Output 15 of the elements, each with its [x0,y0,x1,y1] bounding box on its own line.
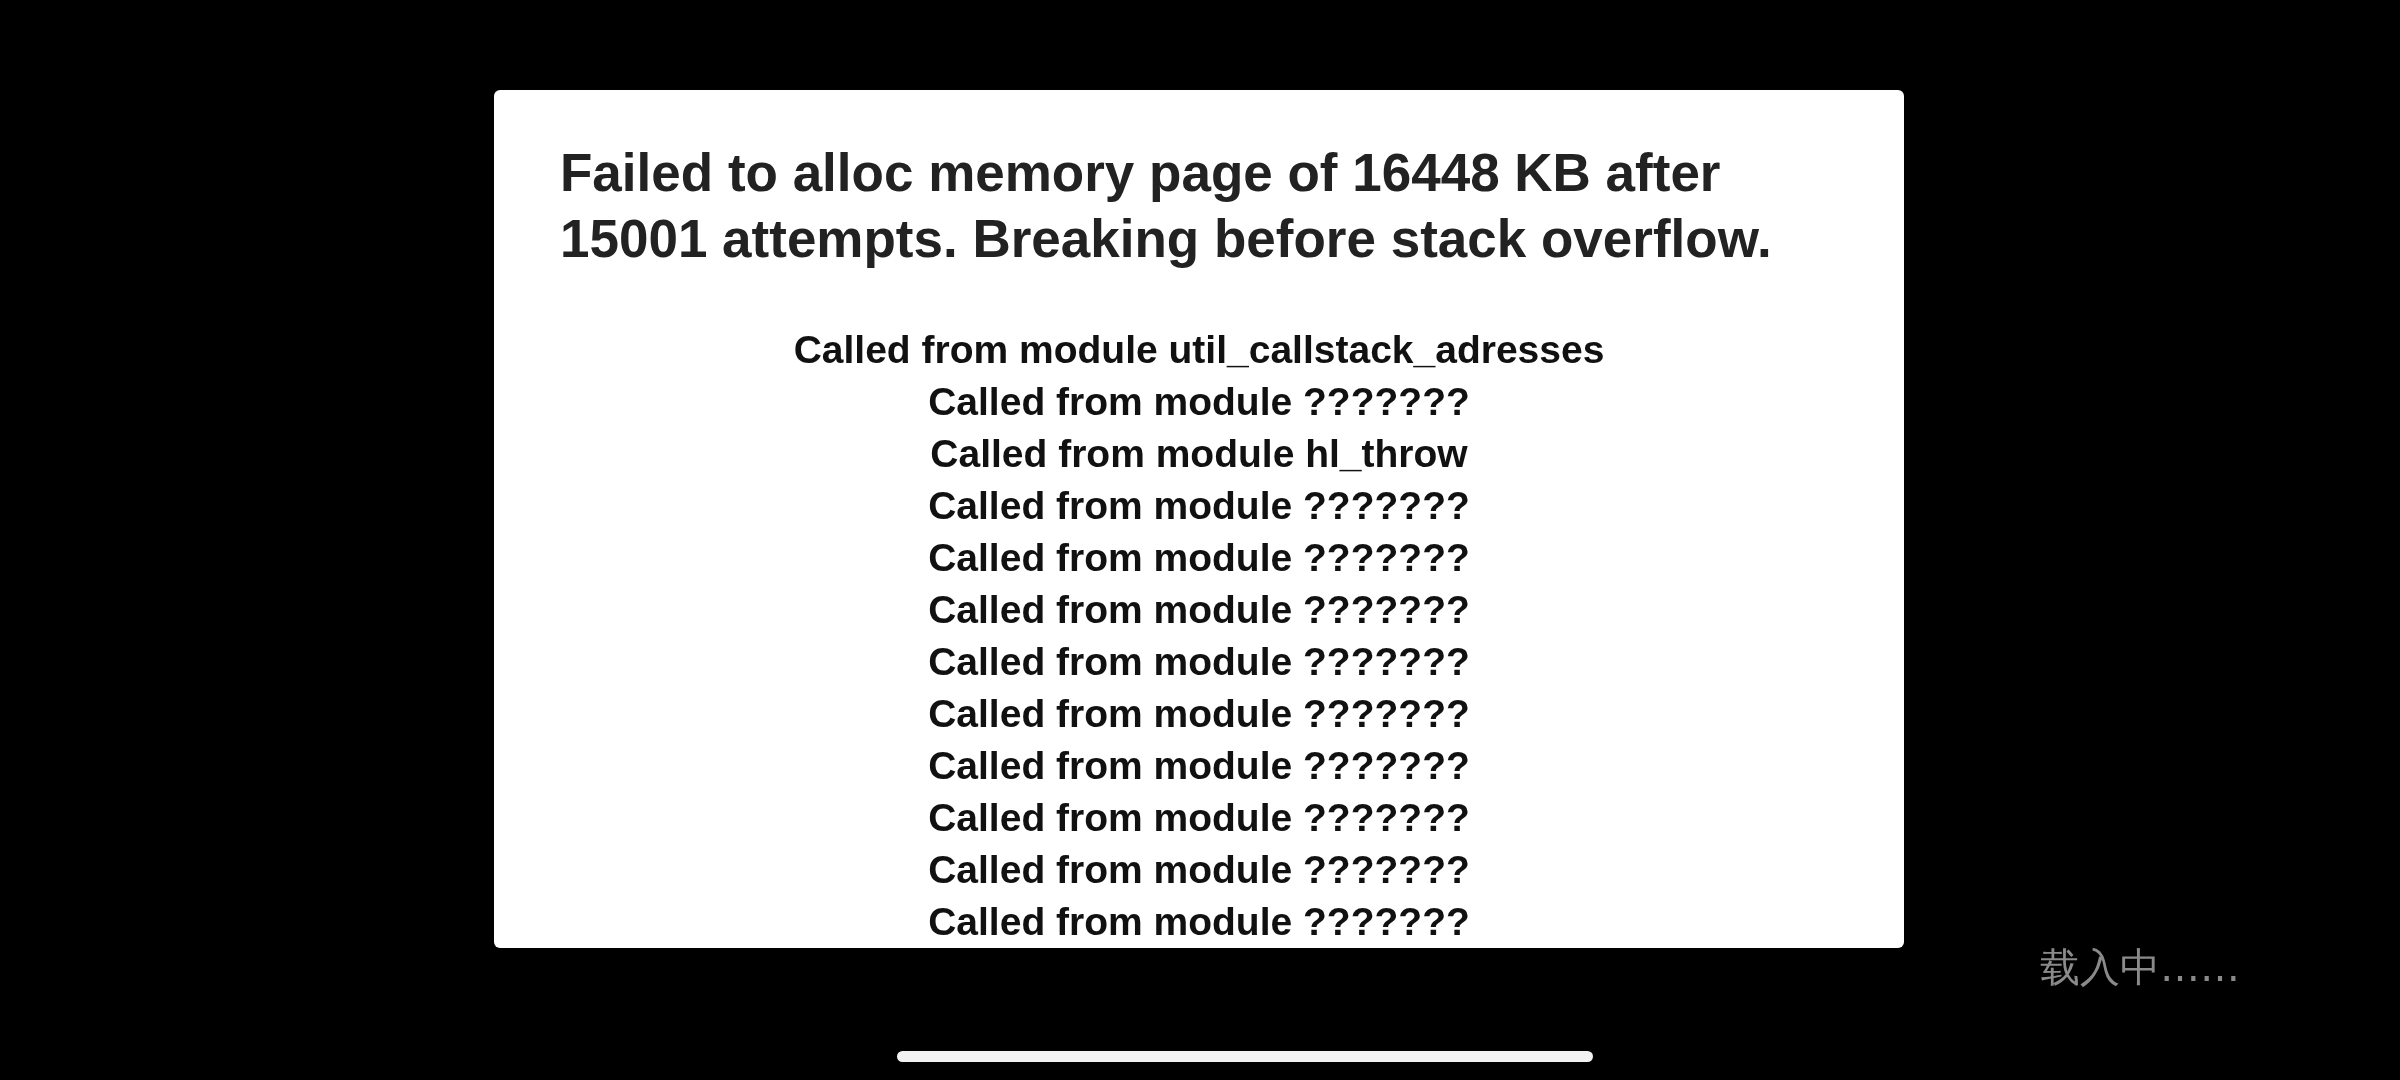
call-stack-line: Called from module ??????? [927,691,1471,737]
call-stack-line: Called from module ??????? [927,795,1471,841]
call-stack-line: Called from module ??????? [927,743,1471,789]
call-stack-line: Called from module ??????? [927,847,1471,893]
call-stack-line: Called from module ??????? [927,899,1471,945]
call-stack-line: Called from module ??????? [927,483,1471,529]
call-stack-line: Called from module ??????? [927,639,1471,685]
call-stack-line: Called from module ??????? [927,587,1471,633]
call-stack-line: Called from module ??????? [927,535,1471,581]
loading-text: 载入中…… [2040,943,2240,992]
dialog-box [494,90,1904,948]
call-stack-line: Called from module ??????? [927,379,1471,425]
call-stack-line: Called from module hl_throw [929,431,1469,477]
error-title: Failed to alloc memory page of 16448 KB after 15001 attempts. Breaking before stack overflow. [560,142,1773,270]
call-stack-line: Called from module util_callstack_adresses [792,327,1606,373]
